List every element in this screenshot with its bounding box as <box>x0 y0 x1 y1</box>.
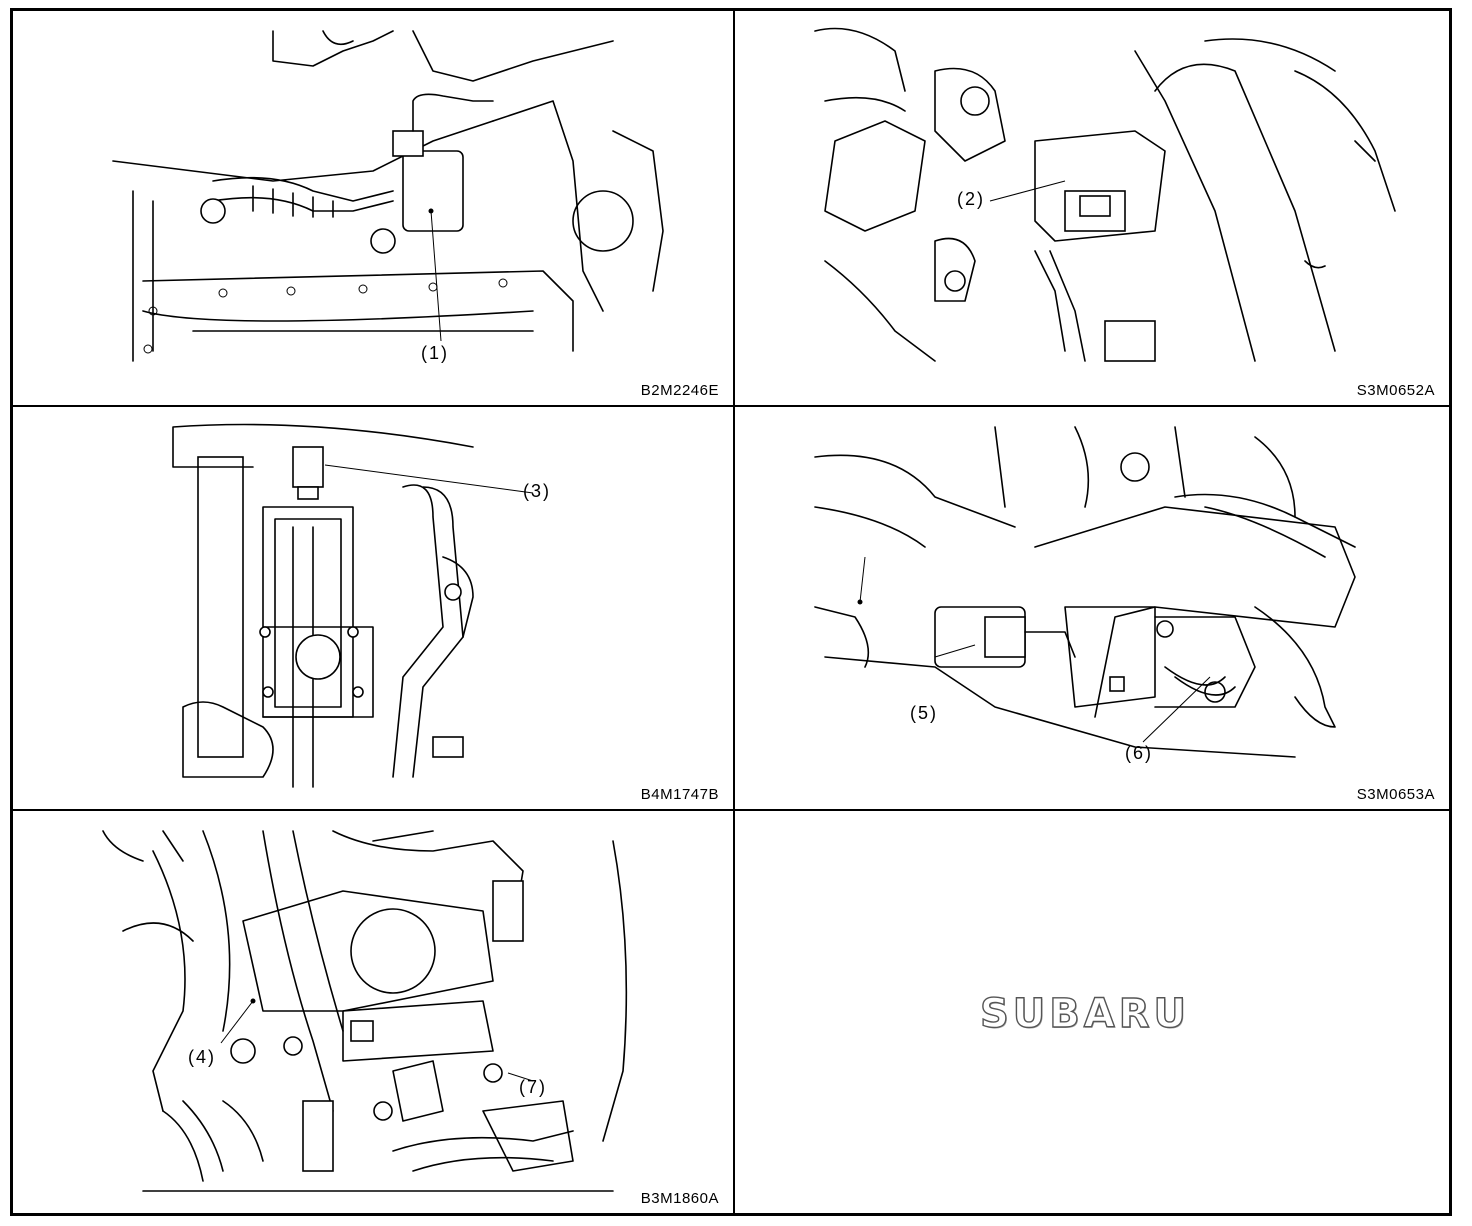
diagram-sheet: (1) B2M2246E (2) S3M0652A <box>10 8 1452 1216</box>
callout-4: (4) <box>188 1047 216 1067</box>
row-divider-2 <box>13 809 1449 811</box>
panel-transmission-sensor: (1) B2M2246E <box>13 11 733 405</box>
callout-6: (6) <box>1125 743 1153 763</box>
subaru-logo: SUBARU <box>979 990 1191 1037</box>
callout-7: (7) <box>519 1077 547 1097</box>
panel-control-module: (2) S3M0652A <box>735 11 1449 405</box>
panel-connectors: (5) (6) S3M0653A <box>735 407 1449 809</box>
connectors-illustration <box>814 426 1356 758</box>
shift-lever-illustration <box>172 423 534 788</box>
figure-code: S3M0653A <box>1356 786 1435 803</box>
callout-1: (1) <box>421 343 449 363</box>
inhibitor-switch-illustration <box>102 830 628 1192</box>
figure-code: S3M0652A <box>1356 382 1435 399</box>
figure-code: B4M1747B <box>640 786 719 803</box>
control-module-illustration <box>814 27 1396 362</box>
panel-inhibitor-switch: (4) (7) B3M1860A <box>13 811 733 1213</box>
figure-code: B3M1860A <box>640 1190 719 1207</box>
panel-logo: SUBARU <box>735 811 1449 1213</box>
callout-2: (2) <box>957 189 985 209</box>
callout-5: (5) <box>910 703 938 723</box>
transmission-illustration <box>112 30 664 362</box>
row-divider-1 <box>13 405 1449 407</box>
column-divider <box>733 11 735 1213</box>
figure-code: B2M2246E <box>640 382 719 399</box>
panel-shift-lever: (3) B4M1747B <box>13 407 733 809</box>
callout-3: (3) <box>523 481 551 501</box>
